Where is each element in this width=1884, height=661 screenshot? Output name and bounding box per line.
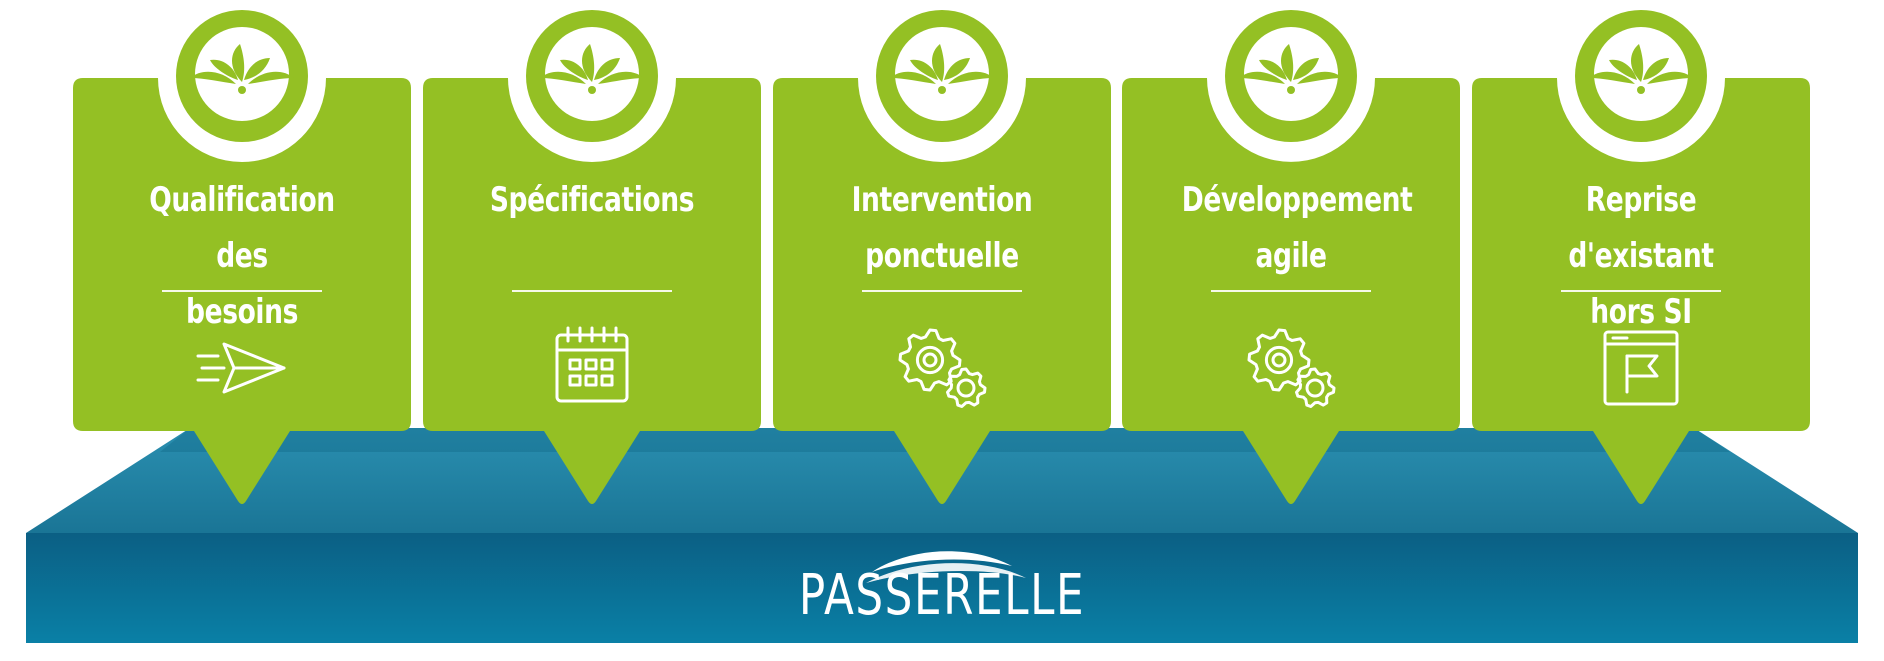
card-title-line: agile <box>1255 236 1327 276</box>
calendar-icon <box>555 326 629 403</box>
card-title-line: Spécifications <box>489 180 695 220</box>
card-title-line: Intervention <box>851 180 1033 220</box>
card-title: Qualification des besoins <box>133 172 351 340</box>
sprout-leaves-icon <box>540 44 644 94</box>
step-card <box>423 10 761 504</box>
sprout-leaves-icon <box>1589 44 1693 94</box>
card-divider <box>1561 290 1721 292</box>
card-title-line: ponctuelle <box>865 236 1019 276</box>
card-title: Spécifications <box>483 172 701 228</box>
sprout-leaves-icon <box>1239 44 1343 94</box>
card-divider <box>862 290 1022 292</box>
card-title: Reprise d'existant hors SI <box>1532 172 1750 340</box>
browser-flag-icon <box>1603 330 1679 406</box>
paper-plane-icon <box>196 342 286 394</box>
sprout-leaves-icon <box>890 44 994 94</box>
arch-swoosh-icon <box>866 551 1026 583</box>
card-divider <box>1211 290 1371 292</box>
brand-name: PASSERELLE <box>798 563 1086 628</box>
card-title: Intervention ponctuelle <box>833 172 1051 284</box>
card-title-line: besoins <box>185 292 299 332</box>
card-title-line: Reprise d'existant <box>1568 180 1714 276</box>
card-title: Développement agile <box>1181 172 1413 284</box>
card-title-line: Développement <box>1181 180 1413 220</box>
card-divider <box>512 290 672 292</box>
gears-icon <box>1247 328 1336 408</box>
card-title-line: Qualification des <box>149 180 335 276</box>
card-title-line: hors SI <box>1590 292 1692 332</box>
gears-icon <box>898 328 987 408</box>
sprout-leaves-icon <box>190 44 294 94</box>
card-divider <box>162 290 322 292</box>
